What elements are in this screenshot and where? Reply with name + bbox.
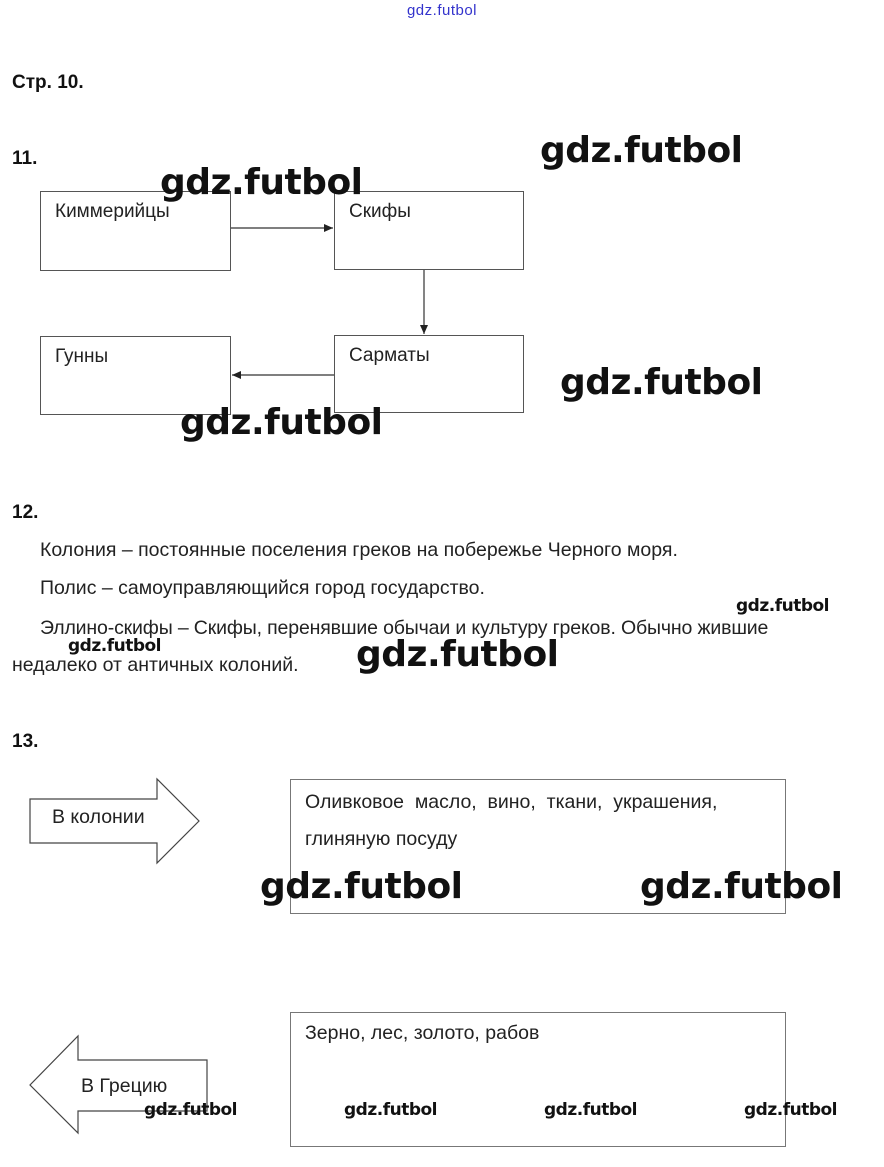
watermark: gdz.futbol [744,1100,838,1120]
watermark: gdz.futbol [560,362,763,403]
definition-polis: Полис – самоуправляющийся город государс… [40,577,485,599]
box-kimmeriytsy: Киммерийцы [40,191,231,271]
task-12-number: 12. [12,502,39,523]
box-gunny: Гунны [40,336,231,415]
task-11-number: 11. [12,148,38,169]
block-arrow-right [29,777,200,865]
watermark: gdz.futbol [540,130,743,171]
box-skify-label: Скифы [349,201,411,222]
box-sarmaty: Сарматы [334,335,524,413]
task-13-number: 13. [12,731,39,752]
arrow-right-label: В колонии [52,806,145,828]
watermark: gdz.futbol [736,596,830,616]
watermark: gdz.futbol [544,1100,638,1120]
import-goods-text: Зерно, лес, золото, рабов [305,1022,540,1044]
watermark: gdz.futbol [180,402,383,443]
watermark: gdz.futbol [160,162,363,203]
box-skify: Скифы [334,191,524,270]
watermark: gdz.futbol [68,636,162,656]
box-gunny-label: Гунны [55,346,109,367]
arrow-left-label: В Грецию [81,1075,168,1097]
page-heading: Стр. 10. [12,72,84,93]
export-goods-line-1: Оливковое масло, вино, ткани, украшения, [305,791,718,813]
export-goods-box: Оливковое масло, вино, ткани, украшения,… [290,779,786,914]
import-goods-box: Зерно, лес, золото, рабов [290,1012,786,1147]
watermark: gdz.futbol [640,866,843,907]
watermark: gdz.futbol [356,634,559,675]
definition-ellino-skify: Эллино-скифы – Скифы, перенявшие обычаи … [40,617,769,639]
watermark: gdz.futbol [260,866,463,907]
definition-ellino-skify-cont: недалеко от античных колоний. [12,654,299,676]
definition-koloniya: Колония – постоянные поселения греков на… [40,539,678,561]
site-link[interactable]: gdz.futbol [406,2,478,19]
watermark: gdz.futbol [144,1100,238,1120]
box-kimmeriytsy-label: Киммерийцы [55,201,170,222]
export-goods-line-2: глиняную посуду [305,828,458,850]
watermark: gdz.futbol [344,1100,438,1120]
block-arrow-left [29,1034,208,1135]
box-sarmaty-label: Сарматы [349,345,430,366]
